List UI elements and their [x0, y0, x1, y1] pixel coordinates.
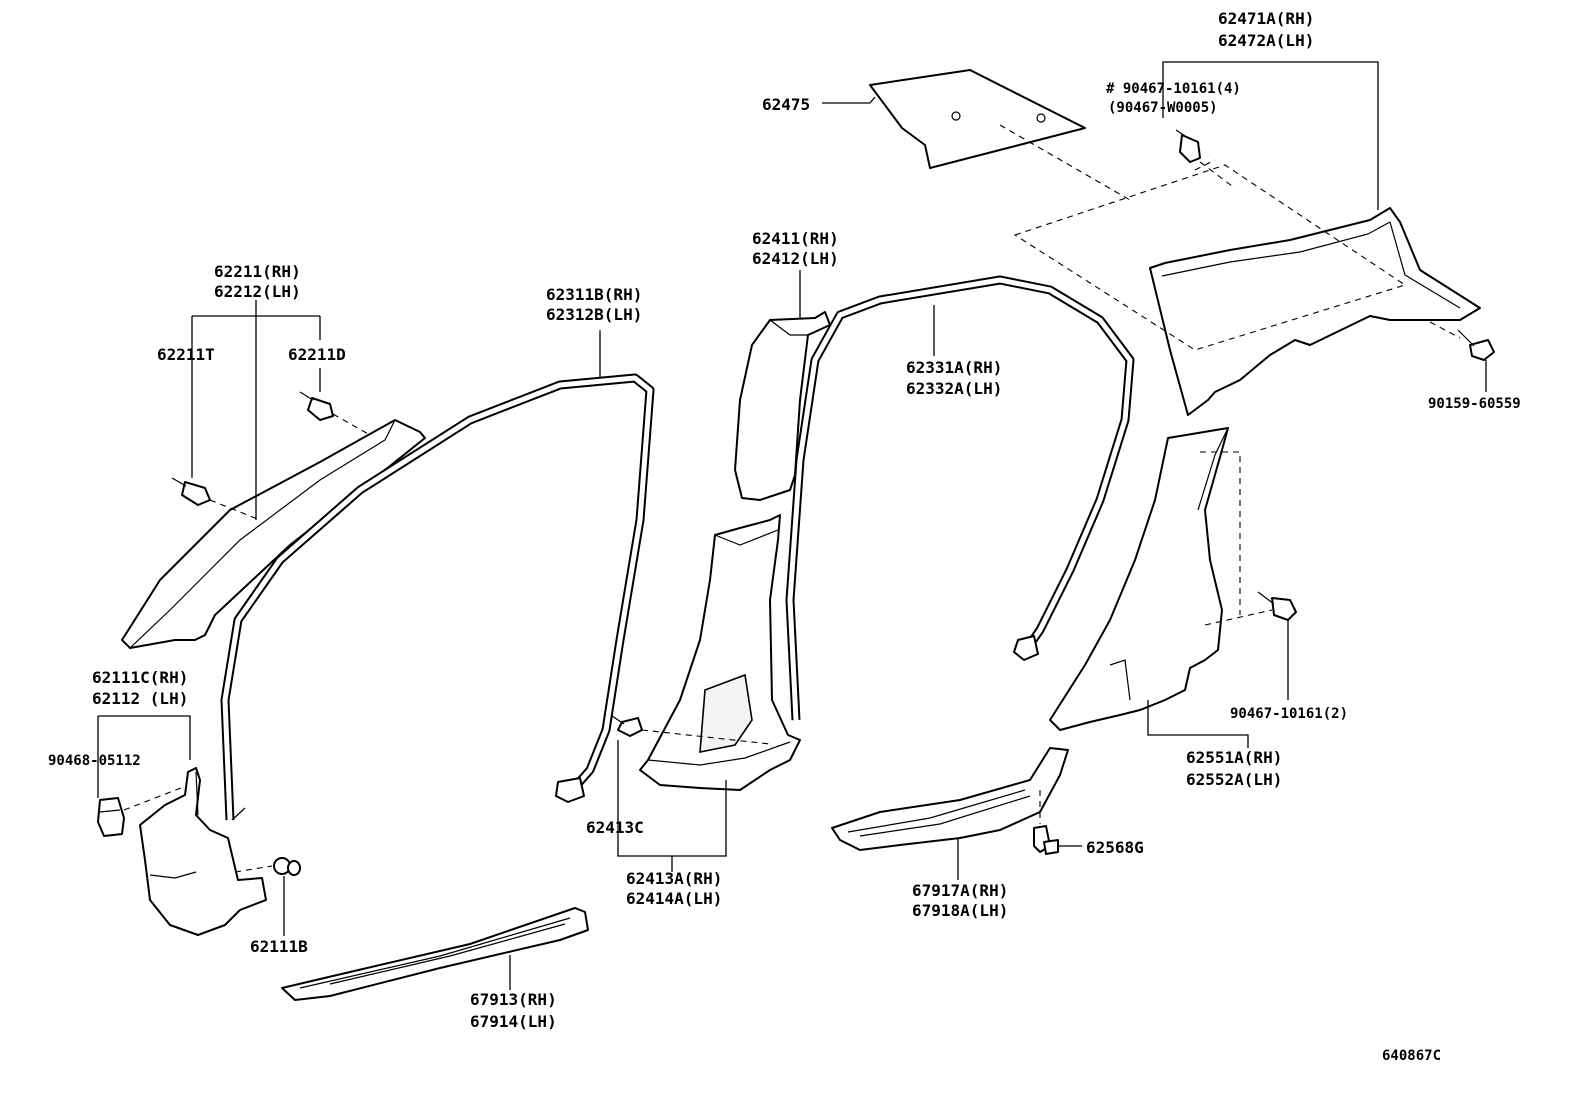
label-62414A: 62414A(LH): [626, 889, 722, 908]
leader-62475: [822, 96, 876, 104]
leader-90467-top: [1162, 61, 1295, 118]
clip-62211T: [171, 477, 211, 506]
label-62312B: 62312B(LH): [546, 305, 642, 324]
label-62413C: 62413C: [586, 818, 644, 837]
clip-62211D: [299, 391, 334, 421]
quarter-lower-inner: [1109, 659, 1131, 701]
dash-clip-62211T: [209, 499, 261, 521]
scuff-rear-groove-2: [859, 795, 1031, 837]
label-62551A: 62551A(RH): [1186, 748, 1282, 767]
label-62332A: 62332A(LH): [906, 379, 1002, 398]
dash-screw-90159: [1429, 321, 1461, 339]
b-pillar-upper-edge: [769, 319, 808, 336]
label-62212: 62212(LH): [214, 282, 301, 301]
a-pillar-trim-62211: [121, 419, 426, 649]
clip-90468-05112: [97, 797, 125, 837]
leader-62111C: [98, 715, 191, 760]
dash-roof-pad: [999, 124, 1131, 201]
dash-clip-62211D: [332, 413, 371, 436]
label-90159-60559: 90159-60559: [1428, 396, 1521, 412]
clip-90467-10161-top: [1175, 129, 1201, 163]
diagram-code: 640867C: [1382, 1048, 1441, 1064]
clip-90467-10161-lower: [1257, 591, 1297, 621]
quarter-upper-inner-edge: [1161, 221, 1391, 277]
label-62311B: 62311B(RH): [546, 285, 642, 304]
clip-62111B: [273, 857, 301, 876]
label-62568G: 62568G: [1086, 838, 1144, 857]
b-pillar-lower-bottom-edge: [647, 741, 791, 766]
scuff-plate-front-67913: [281, 907, 589, 1001]
label-90467-W0005: (90467-W0005): [1108, 100, 1218, 116]
weatherstrip-rear-62331A: [785, 275, 1135, 721]
label-67917A: 67917A(RH): [912, 881, 1008, 900]
roof-pad-hole-left: [951, 111, 961, 121]
screw-90159-60559: [1457, 329, 1495, 361]
label-90467-10161-4: # 90467-10161(4): [1106, 81, 1241, 97]
b-pillar-lower-62413A: [639, 514, 801, 791]
weatherstrip-front-62311B: [220, 373, 655, 821]
quarter-upper-trim-62471A: [1149, 207, 1481, 416]
label-62411: 62411(RH): [752, 229, 839, 248]
weatherstrip-rear-clip: [1013, 635, 1039, 661]
kick-panel-edge: [195, 771, 199, 816]
label-90467-10161-2: 90467-10161(2): [1230, 706, 1348, 722]
dash-quarter-upper-frame: [1013, 164, 1407, 351]
dash-clip-top: [1199, 161, 1233, 187]
dash-clip-quarter-lower: [1204, 609, 1273, 626]
scuff-front-groove-2: [329, 923, 566, 985]
b-pillar-upper-62411: [734, 311, 831, 501]
label-67913: 67913(RH): [470, 990, 557, 1009]
label-67918A: 67918A(LH): [912, 901, 1008, 920]
label-62471A: 62471A(RH): [1218, 9, 1314, 28]
quarter-lower-trim-62551A: [1049, 427, 1229, 731]
scuff-rear-groove-1: [847, 789, 1026, 833]
weatherstrip-front-end: [231, 807, 246, 821]
dash-quarter-lower: [1200, 451, 1241, 615]
dash-clip-90468: [123, 785, 187, 811]
weatherstrip-front-clip: [555, 777, 585, 803]
quarter-lower-edge: [1197, 427, 1229, 511]
label-62211: 62211(RH): [214, 262, 301, 281]
roof-pad-62475: [869, 69, 1086, 169]
b-pillar-lower-recess: [699, 673, 753, 753]
a-pillar-inner-edge: [129, 419, 396, 649]
label-62111B: 62111B: [250, 937, 308, 956]
roof-pad-hole-right: [1036, 113, 1046, 123]
clip-62568G: [1033, 825, 1059, 855]
label-62211D: 62211D: [288, 345, 346, 364]
label-62112: 62112 (LH): [92, 689, 188, 708]
label-67914: 67914(LH): [470, 1012, 557, 1031]
dash-clip-62111B: [234, 865, 273, 873]
label-62472A: 62472A(LH): [1218, 31, 1314, 50]
dash-quarter-upper-top: [1194, 159, 1216, 171]
label-62552A: 62552A(LH): [1186, 770, 1282, 789]
label-62111C: 62111C(RH): [92, 668, 188, 687]
label-62413A: 62413A(RH): [626, 869, 722, 888]
leader-62471A: [1295, 61, 1379, 210]
b-pillar-lower-top-edge: [714, 529, 779, 546]
label-62211T: 62211T: [157, 345, 215, 364]
kick-panel-crease: [149, 871, 197, 879]
quarter-upper-rear-edge: [1389, 221, 1461, 309]
scuff-front-groove-1: [299, 917, 571, 989]
clip-62413C: [611, 715, 643, 737]
weatherstrip-rear-inner: [787, 277, 1133, 721]
label-90468-05112: 90468-05112: [48, 753, 141, 769]
weatherstrip-front-inner: [222, 375, 653, 821]
label-62475: 62475: [762, 95, 810, 114]
label-62331A: 62331A(RH): [906, 358, 1002, 377]
kick-panel-62111C: [139, 767, 267, 936]
leader-62551A: [1147, 700, 1249, 748]
label-62412: 62412(LH): [752, 249, 839, 268]
